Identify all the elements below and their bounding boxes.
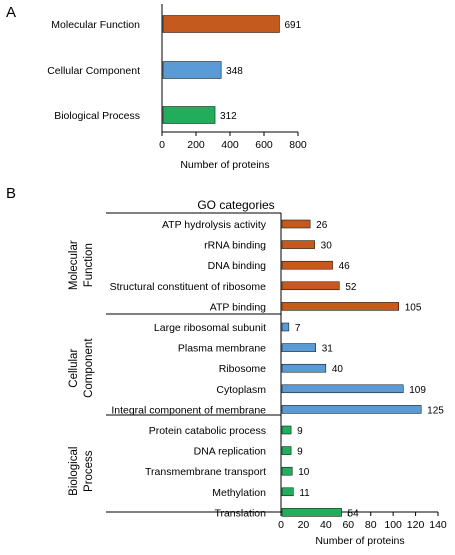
panel-b-category-label: Large ribosomal subunit: [154, 322, 266, 334]
panel-b-bar: [281, 487, 294, 497]
panel-b-group-label: Process: [83, 450, 95, 492]
panel-b-group-label: Function: [83, 243, 95, 287]
panel-a-x-tick-label: 600: [255, 139, 273, 151]
panel-b-label: B: [6, 185, 16, 202]
panel-b-x-tick-label: 40: [320, 519, 332, 531]
panel-b-data-label: 105: [405, 302, 422, 313]
panel-b-category-label: Translation: [214, 507, 266, 519]
panel-b-category-label: DNA binding: [208, 260, 267, 272]
panel-a-xlabel: Number of proteins: [180, 159, 269, 171]
panel-b-category-label: ATP binding: [210, 301, 266, 313]
panel-b-group-label: Component: [83, 338, 95, 398]
panel-a-bar: [162, 61, 222, 79]
panel-b-bar: [281, 281, 340, 291]
panel-b-category-label: DNA replication: [194, 446, 267, 458]
panel-b-category-label: ATP hydrolysis activity: [162, 219, 267, 231]
panel-b-data-label: 31: [322, 344, 334, 355]
panel-b-bar: [281, 302, 399, 311]
panel-b-x-tick-label: 80: [365, 519, 377, 531]
panel-a-bar: [162, 106, 216, 124]
panel-b-bar: [281, 219, 311, 229]
panel-b-data-label: 7: [295, 323, 301, 334]
panel-a-category-label: Cellular Component: [47, 65, 140, 77]
panel-b-x-tick-label: 20: [298, 519, 310, 531]
panel-b-group-label: Cellular: [68, 349, 80, 388]
panel-a-x-tick-label: 200: [187, 139, 205, 151]
panel-b-bar: [281, 466, 293, 476]
panel-b-bar: [281, 508, 342, 517]
panel-b-data-label: 109: [409, 385, 426, 396]
panel-b-data-label: 9: [297, 426, 303, 437]
panel-b-title: GO categories: [197, 198, 274, 212]
panel-b-group-label: Biological: [68, 447, 80, 496]
panel-b-bar: [281, 405, 422, 414]
panel-b-data-label: 30: [321, 241, 333, 252]
panel-a-data-label: 312: [220, 111, 237, 122]
panel-b-bar: [281, 363, 327, 373]
panel-b-x-tick-label: 60: [342, 519, 354, 531]
panel-b-x-tick-label: 120: [407, 519, 425, 531]
panel-b-xlabel: Number of proteins: [315, 535, 404, 547]
panel-b-category-label: rRNA binding: [204, 240, 266, 252]
panel-b-category-label: Methylation: [212, 487, 266, 499]
panel-b-category-label: Structural constituent of ribosome: [110, 281, 267, 293]
panel-b-bar: [281, 446, 292, 455]
panel-a-x-tick-label: 0: [159, 139, 165, 151]
panel-a-data-label: 691: [284, 20, 301, 31]
panel-a-category-label: Molecular Function: [51, 19, 140, 31]
panel-b-x-tick-label: 100: [384, 519, 402, 531]
panel-a-x-tick-label: 800: [289, 139, 307, 151]
panel-a-chart: 0 200 400 600 800 Molecular Function 691Cellul…: [47, 4, 307, 151]
panel-b-data-label: 52: [345, 282, 357, 293]
panel-b-data-label: 40: [332, 364, 344, 375]
panel-b-data-label: 11: [299, 488, 310, 499]
panel-a-bar: [162, 15, 280, 33]
panel-b-category-label: Plasma membrane: [178, 343, 266, 355]
panel-b-category-label: Transmembrane transport: [145, 466, 266, 478]
panel-b-data-label: 125: [427, 405, 444, 416]
panel-b-data-label: 46: [339, 261, 351, 272]
panel-b-data-label: 54: [348, 508, 360, 519]
panel-b-data-label: 9: [297, 447, 303, 458]
panel-b-data-label: 26: [316, 220, 328, 231]
panel-a-category-label: Biological Process: [54, 110, 140, 122]
panel-a-x-tick-label: 400: [221, 139, 239, 151]
panel-b-category-label: Cytoplasm: [216, 384, 266, 396]
panel-b-bar: [281, 384, 404, 394]
panel-b-bar: [281, 343, 317, 352]
panel-b-bar: [281, 425, 292, 435]
panel-b-x-tick-label: 140: [429, 519, 447, 531]
panel-b-x-tick-label: 0: [278, 519, 284, 531]
panel-b-group-label: Molecular: [68, 240, 80, 290]
panel-b-data-label: 10: [298, 467, 310, 478]
panel-a-data-label: 348: [226, 66, 243, 77]
panel-a-label: A: [6, 4, 16, 21]
panel-b-category-label: Integral component of membrane: [111, 404, 266, 416]
panel-b-category-label: Ribosome: [219, 363, 266, 375]
panel-b-bar: [281, 260, 333, 270]
panel-b-bar: [281, 240, 315, 249]
panel-b-bar: [281, 322, 290, 332]
panel-b-category-label: Protein catabolic process: [149, 425, 266, 437]
panel-b-chart: 0 20 40 60 80 100 120 140 ATP hydrolysis activit…: [68, 212, 447, 531]
